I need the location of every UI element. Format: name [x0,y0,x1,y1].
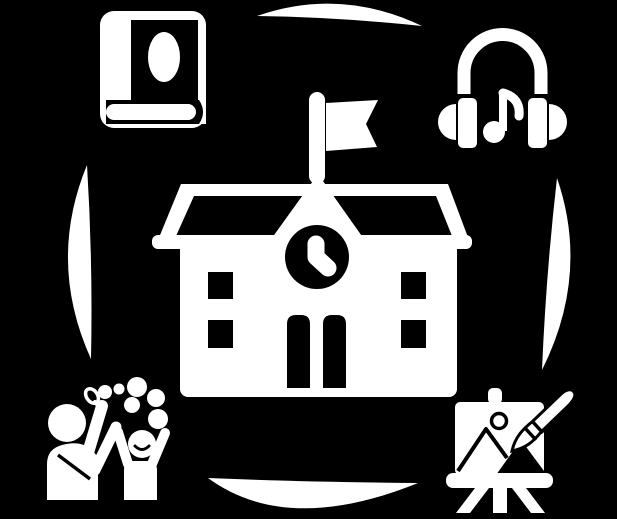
music-note-stem [499,91,507,131]
ring-arc-left [67,165,92,359]
bubble [127,377,147,397]
headphones-music-note-icon [438,28,567,148]
bubble [148,409,168,429]
bubble-wand [83,386,101,406]
clock-hands [307,235,337,277]
easel-leg-right [512,488,545,513]
child-head [128,430,156,458]
window [401,272,426,299]
easel-top-knob [488,388,502,404]
easel-leg-center [493,488,507,513]
flag-pole [309,92,325,184]
painting-sun [489,411,509,431]
ring-arc-bottom [208,478,418,509]
easel-leg-left [456,488,489,513]
door [287,315,310,388]
bubble [98,385,112,399]
ear-pad-right [549,104,567,140]
book-icon [100,11,206,128]
window [208,272,233,299]
book-page-curl [199,100,206,124]
flag-icon [326,100,378,151]
building-body [180,242,457,397]
bubble-wand-stick [93,400,104,412]
child-smile [133,444,151,451]
book-cover-oval [148,32,180,82]
book-pages-bar [106,104,196,120]
child-body [124,461,157,500]
window [208,320,233,348]
ring-arc-right [542,178,571,370]
child-arm-left [113,427,133,469]
door [323,315,346,388]
headband [457,28,548,94]
painting-mountain-small [456,427,509,473]
easel-tray [446,473,553,488]
bubble [147,389,165,407]
bubble [124,397,140,413]
adult-head [48,404,86,442]
ring-arc-top [257,3,422,26]
window [401,320,426,348]
adult-arm-raised [78,400,108,472]
easel-paintbrush-icon [446,388,577,513]
children-blowing-bubbles-icon [47,377,170,500]
paintbrush-ferrule-lines [523,419,545,442]
ear-cup-left [458,98,477,148]
school-building-icon [152,92,472,397]
adult-arm-second [89,421,122,476]
child-arm-right [147,428,170,469]
bubble [113,383,125,395]
painting-mountain-large [496,440,544,475]
music-note-flag [498,88,524,121]
arm-body-gap [56,453,92,481]
ear-pad-left [438,104,456,140]
ear-cup-right [528,98,547,148]
gable [264,174,371,249]
circle-ring [67,3,571,509]
